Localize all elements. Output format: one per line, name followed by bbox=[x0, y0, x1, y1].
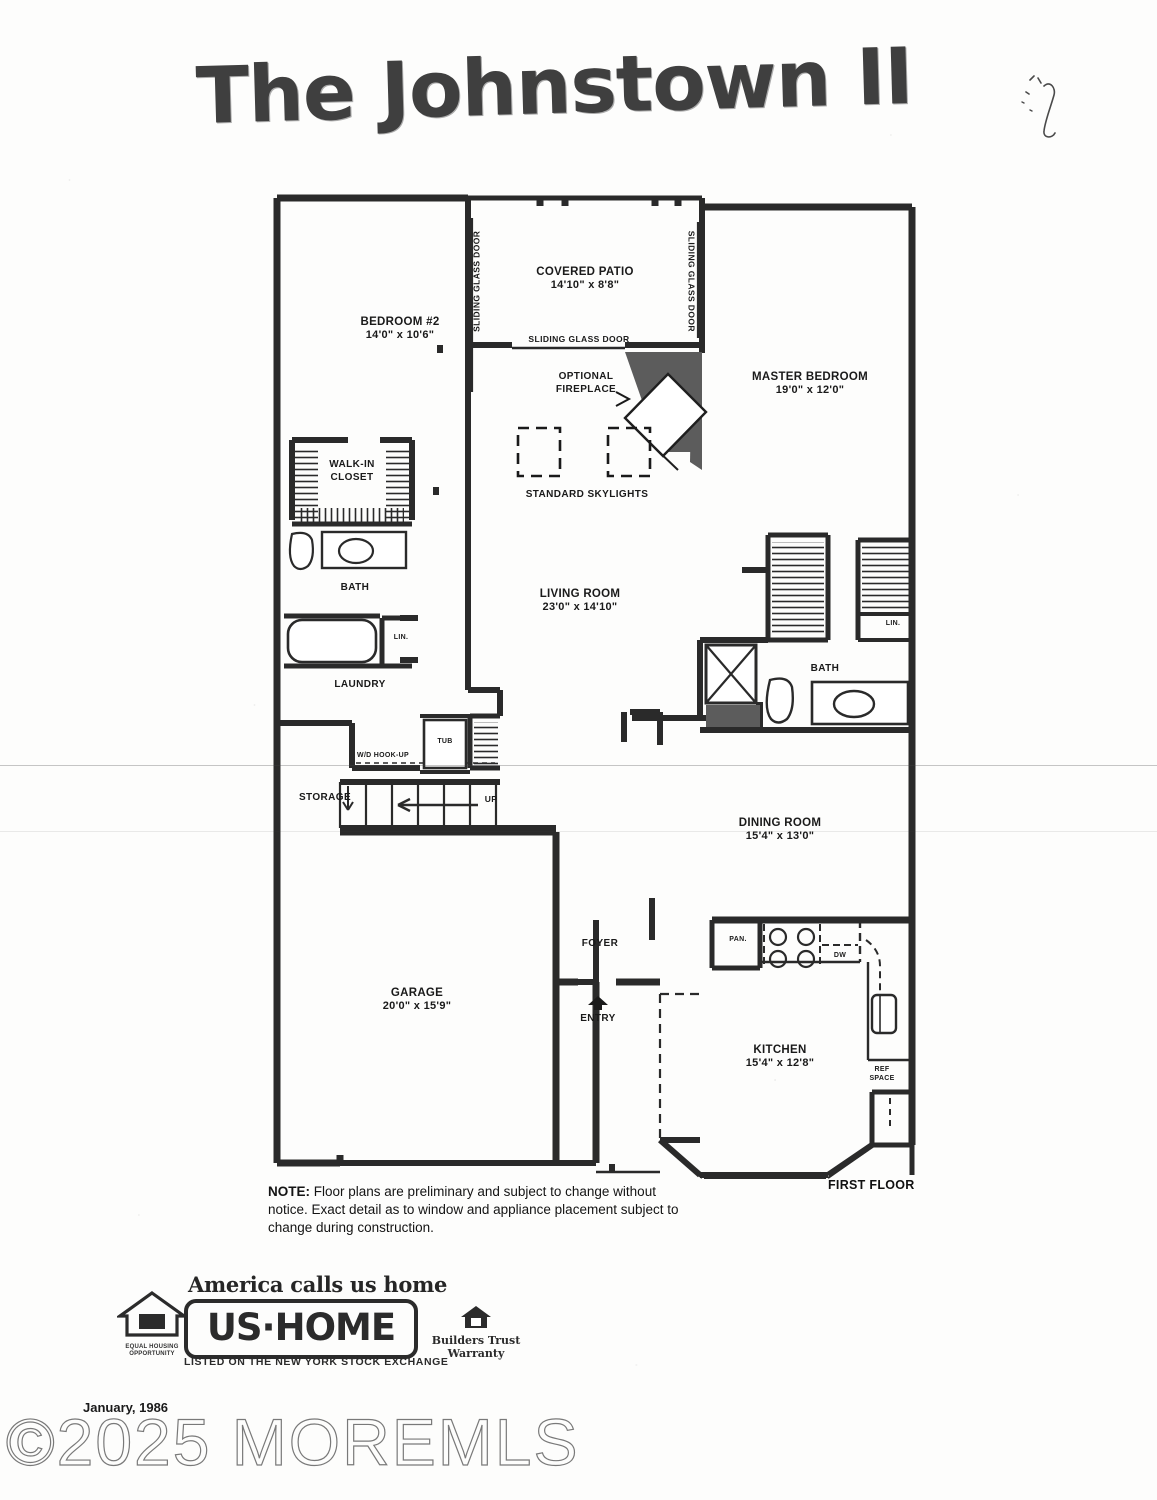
label-entry: ENTRY bbox=[580, 1013, 616, 1024]
room-label-master-bedroom: MASTER BEDROOM 19'0" x 12'0" bbox=[751, 371, 868, 397]
room-label-kitchen: KITCHEN 15'4" x 12'8" bbox=[745, 1044, 815, 1070]
label-sliding-glass-door-living: SLIDING GLASS DOOR bbox=[528, 334, 630, 344]
label-pantry: PAN. bbox=[729, 936, 747, 943]
label-linen-right: LIN. bbox=[885, 620, 901, 627]
label-linen-left: LIN. bbox=[393, 634, 409, 641]
label-sliding-glass-door-patio-left: SLIDING GLASS DOOR bbox=[471, 230, 482, 332]
nyse-listing-text: LISTED ON THE NEW YORK STOCK EXCHANGE bbox=[184, 1356, 449, 1368]
scan-artifact-line bbox=[0, 831, 1157, 832]
label-tub: TUB bbox=[437, 738, 453, 745]
builders-trust-shield-icon bbox=[461, 1306, 491, 1328]
label-walk-in-closet: WALK-IN CLOSET bbox=[329, 459, 375, 483]
label-bath-left: BATH bbox=[340, 582, 370, 593]
label-dishwasher: DW bbox=[833, 952, 847, 959]
us-home-brand-text: US·HOME bbox=[206, 1306, 396, 1349]
label-sliding-glass-door-patio-right: SLIDING GLASS DOOR bbox=[686, 230, 697, 332]
label-foyer: FOYER bbox=[581, 938, 619, 949]
equal-housing-house-icon bbox=[115, 1291, 189, 1337]
equal-housing-opportunity-logo: EQUAL HOUSING OPPORTUNITY bbox=[112, 1290, 192, 1358]
label-optional-fireplace: OPTIONAL FIREPLACE bbox=[555, 371, 617, 395]
entry-arrow-icon bbox=[588, 996, 608, 1010]
scan-artifact-line bbox=[0, 765, 1157, 766]
label-stairs-up: UP bbox=[484, 794, 498, 804]
note-body: Floor plans are preliminary and subject … bbox=[268, 1184, 679, 1235]
equal-housing-text: EQUAL HOUSING OPPORTUNITY bbox=[125, 1344, 179, 1357]
disclaimer-note: NOTE: Floor plans are preliminary and su… bbox=[268, 1183, 688, 1236]
plan-date: January, 1986 bbox=[83, 1400, 169, 1415]
room-label-bedroom2: BEDROOM #2 14'0" x 10'6" bbox=[360, 316, 440, 342]
logo-tagline: America calls us home bbox=[188, 1272, 448, 1297]
moremls-watermark: ©2025 MOREMLS bbox=[5, 1404, 580, 1479]
us-home-brand-box: US·HOME bbox=[184, 1299, 418, 1359]
label-washer-dryer-hookup: W/D HOOK-UP bbox=[357, 752, 409, 759]
label-ref-space: REF SPACE bbox=[869, 1066, 895, 1082]
first-floor-label: FIRST FLOOR bbox=[828, 1178, 915, 1192]
room-label-dining-room: DINING ROOM 15'4" x 13'0" bbox=[738, 817, 822, 843]
label-laundry: LAUNDRY bbox=[334, 679, 386, 690]
label-standard-skylights: STANDARD SKYLIGHTS bbox=[525, 489, 649, 500]
label-storage: STORAGE bbox=[298, 792, 352, 803]
builders-trust-warranty-text: Builders Trust Warranty bbox=[431, 1334, 521, 1360]
room-label-living-room: LIVING ROOM 23'0" x 14'10" bbox=[539, 588, 621, 614]
room-label-covered-patio: COVERED PATIO 14'10" x 8'8" bbox=[536, 266, 634, 292]
note-prefix: NOTE: bbox=[268, 1184, 310, 1199]
label-bath-right: BATH bbox=[810, 663, 840, 674]
builders-trust-warranty-logo: Builders Trust Warranty bbox=[430, 1304, 522, 1360]
pen-scribble-mark bbox=[1021, 75, 1056, 138]
room-label-garage: GARAGE 20'0" x 15'9" bbox=[382, 987, 452, 1013]
